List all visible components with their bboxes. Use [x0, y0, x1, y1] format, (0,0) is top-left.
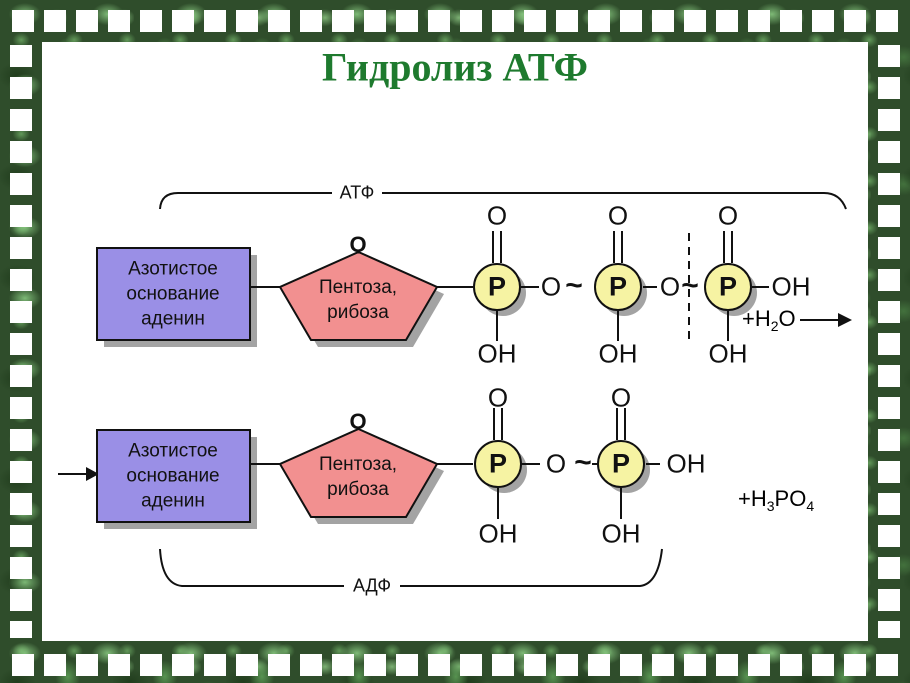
phosphorus-symbol: P — [718, 271, 738, 302]
film-holes-right — [878, 45, 900, 638]
oxygen-atom: O — [487, 382, 509, 413]
hydroxyl-group: OH — [666, 448, 706, 479]
hydroxyl-group: OH — [478, 518, 518, 549]
nitrogen-base-label-top: Азотистое основание аденин — [126, 258, 220, 330]
high-energy-bond: ~ — [565, 269, 583, 302]
oxygen-atom: O — [607, 200, 629, 231]
adp-bracket — [159, 548, 663, 587]
hydroxyl-group: OH — [477, 338, 517, 369]
pentose-label-top: Пентоза, рибоза — [318, 276, 398, 323]
bridge-oxygen: O — [540, 271, 562, 302]
pentose-pentagon-top — [278, 250, 439, 341]
phosphate-circle-top-1 — [473, 263, 521, 311]
bridge-oxygen: O — [659, 271, 681, 302]
phosphorus-symbol: P — [487, 271, 507, 302]
high-energy-bond: ~ — [681, 269, 699, 302]
plus-phosphoric-acid-formula: +H3PO4 — [738, 485, 815, 515]
atp-bracket — [159, 192, 847, 210]
pentose-label-bottom: Пентоза, рибоза — [318, 453, 398, 500]
oxygen-atom: O — [610, 382, 632, 413]
high-energy-bond: ~ — [574, 446, 592, 479]
bridge-oxygen: O — [545, 448, 567, 479]
film-holes-left — [10, 45, 32, 638]
phosphate-circle-top-2 — [594, 263, 642, 311]
bond-lines — [58, 192, 847, 587]
film-holes-bottom — [12, 654, 898, 676]
phosphorus-symbol: P — [608, 271, 628, 302]
hydroxyl-group: OH — [598, 338, 638, 369]
phosphate-circle-bottom-1 — [474, 440, 522, 488]
nitrogen-base-box-bottom — [96, 429, 251, 523]
pentose-pentagon-bottom — [278, 427, 439, 518]
adp-label: АДФ — [352, 575, 392, 596]
phosphorus-symbol: P — [611, 448, 631, 479]
hydroxyl-group: OH — [708, 338, 748, 369]
hydroxyl-group: OH — [601, 518, 641, 549]
ribose-oxygen-top: О — [349, 232, 367, 257]
phosphorus-symbol: P — [488, 448, 508, 479]
nitrogen-base-label-bottom: Азотистое основание аденин — [126, 440, 220, 512]
hydroxyl-group: OH — [771, 271, 811, 302]
phosphate-circle-top-3 — [704, 263, 752, 311]
plus-water-formula: +H2O — [742, 305, 796, 335]
film-holes-top — [12, 10, 898, 32]
reaction-arrow-head — [86, 467, 99, 481]
page-title: Гидролиз АТФ — [321, 44, 589, 90]
atp-label: АТФ — [339, 182, 375, 203]
water-arrow-head — [838, 313, 852, 327]
ribose-oxygen-bottom: О — [349, 409, 367, 434]
oxygen-atom: O — [486, 200, 508, 231]
nitrogen-base-box-top — [96, 247, 251, 341]
oxygen-atom: O — [717, 200, 739, 231]
phosphate-circle-bottom-2 — [597, 440, 645, 488]
